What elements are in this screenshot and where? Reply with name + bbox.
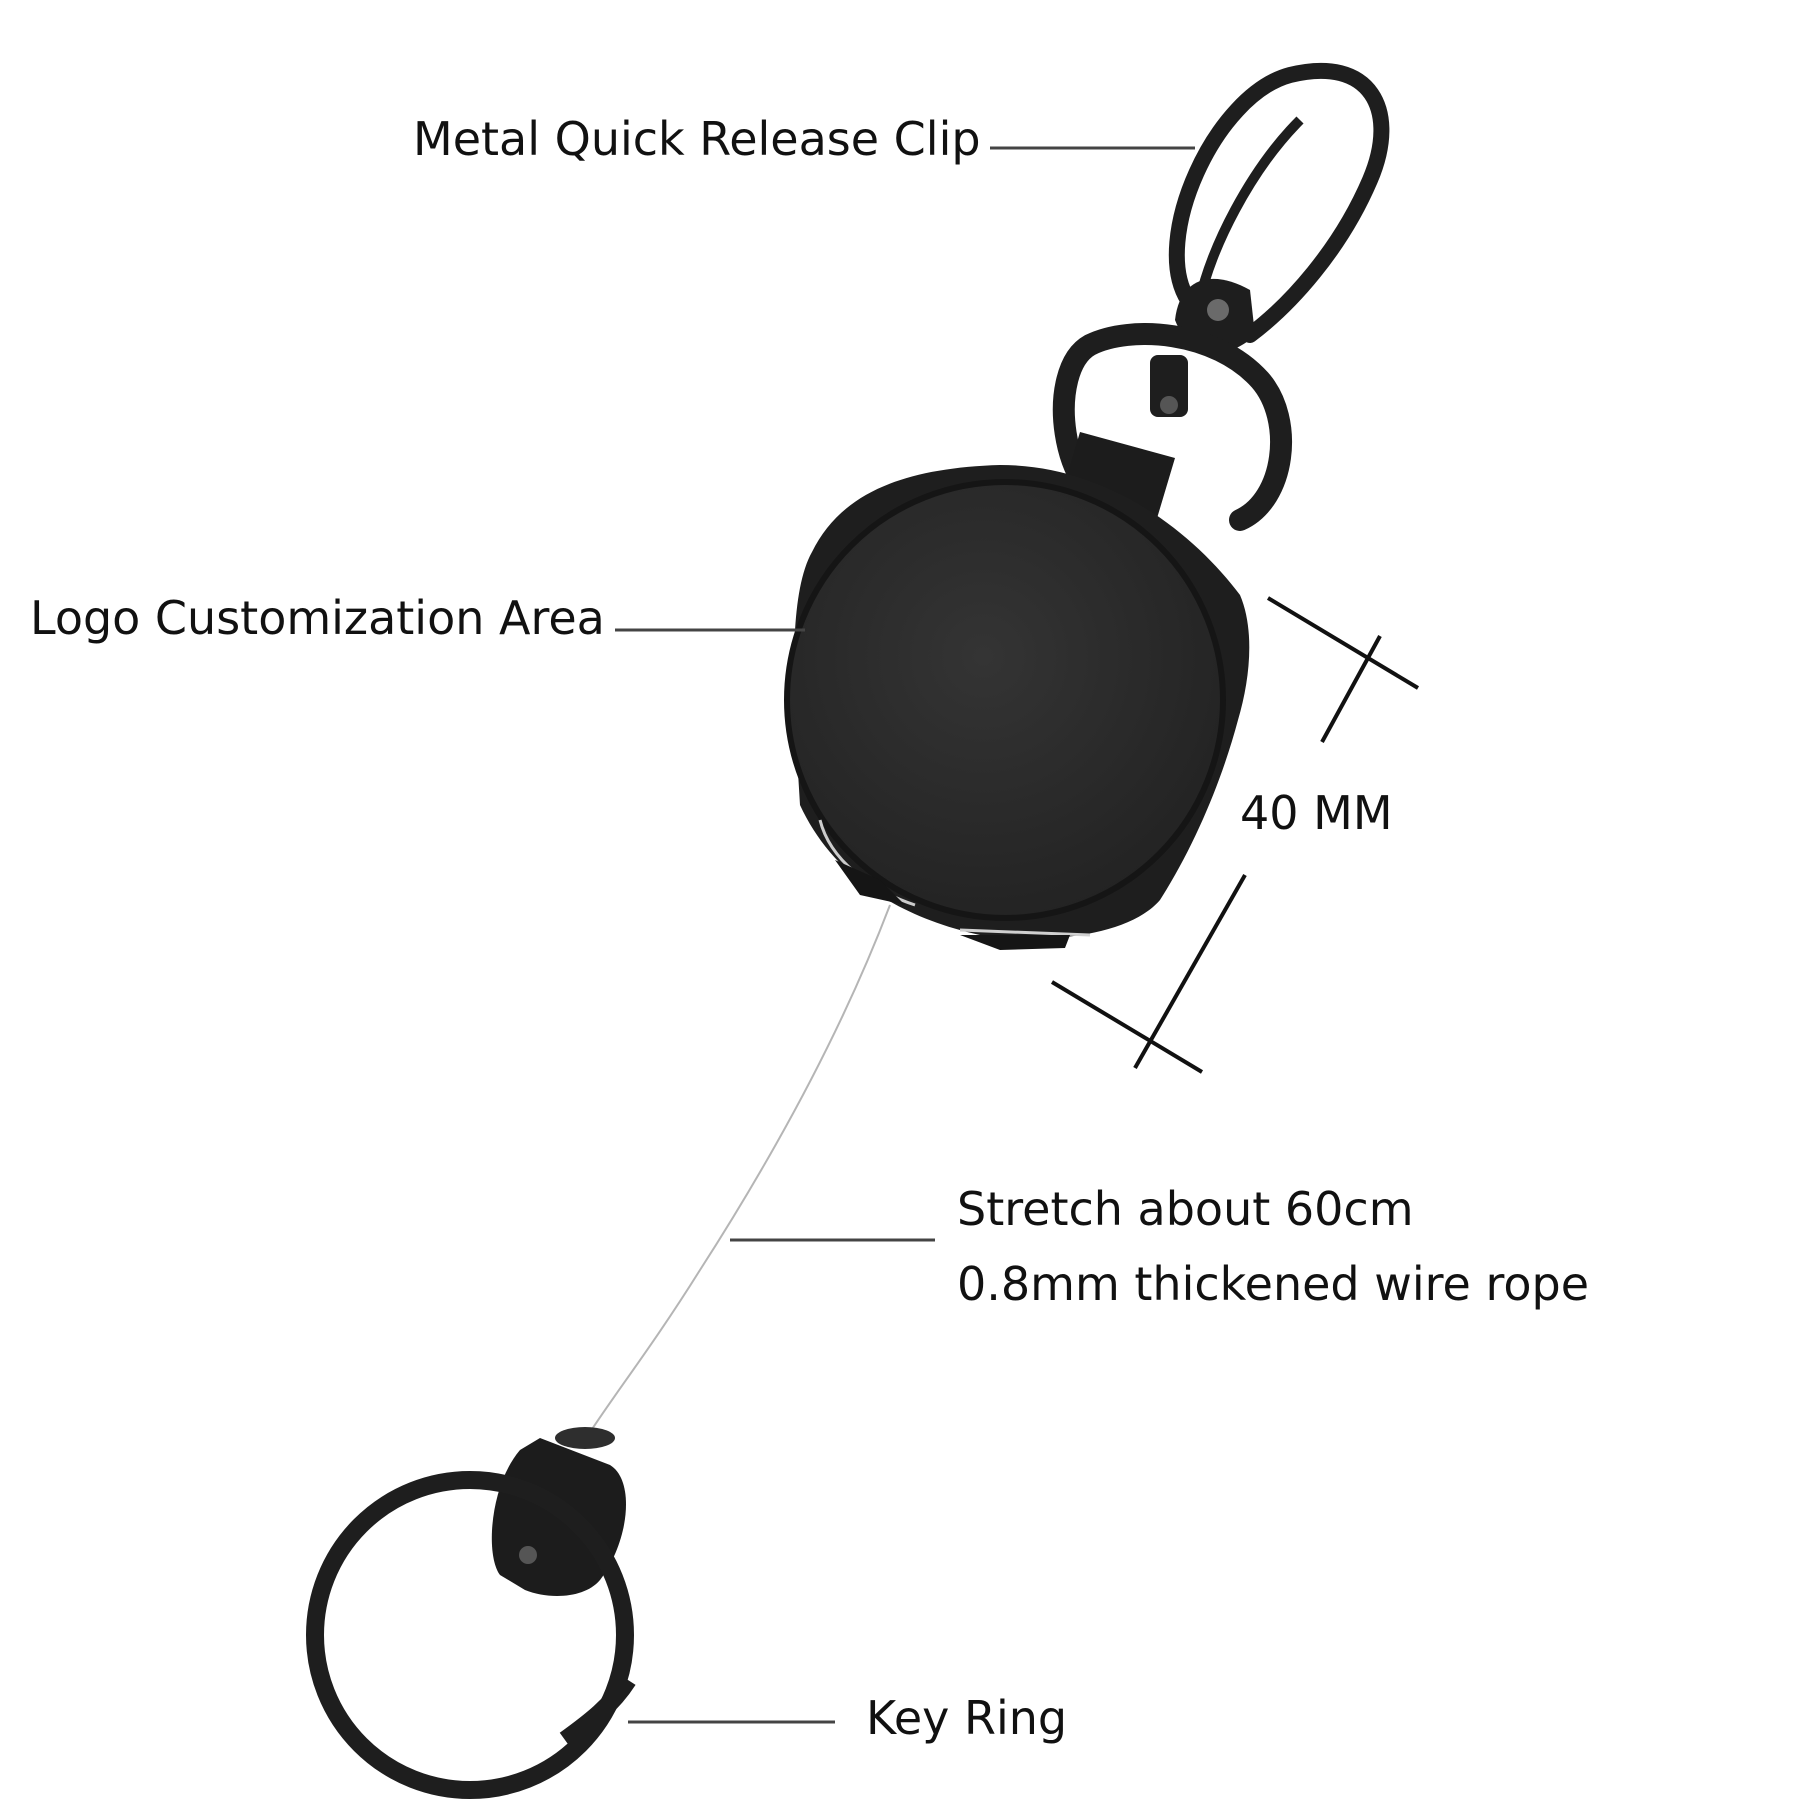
wire-thickness-text: 0.8mm thickened wire rope (957, 1257, 1590, 1311)
logo-area (784, 479, 1226, 921)
dimension-marker (1050, 596, 1420, 1074)
key-ring-icon (306, 1427, 636, 1799)
dimension-label: 40 MM (1240, 786, 1393, 840)
clip-label: Metal Quick Release Clip (413, 112, 981, 166)
clip-icon (1150, 62, 1390, 417)
wire-rope (584, 904, 891, 1441)
wire-rope-label: Stretch about 60cm 0.8mm thickened wire … (957, 1172, 1589, 1322)
key-ring-label: Key Ring (866, 1691, 1068, 1745)
badge-reel-icon (784, 432, 1250, 950)
swivel-ring-icon (1052, 323, 1292, 531)
logo-area-label: Logo Customization Area (30, 591, 605, 645)
stretch-length-text: Stretch about 60cm (957, 1182, 1414, 1236)
